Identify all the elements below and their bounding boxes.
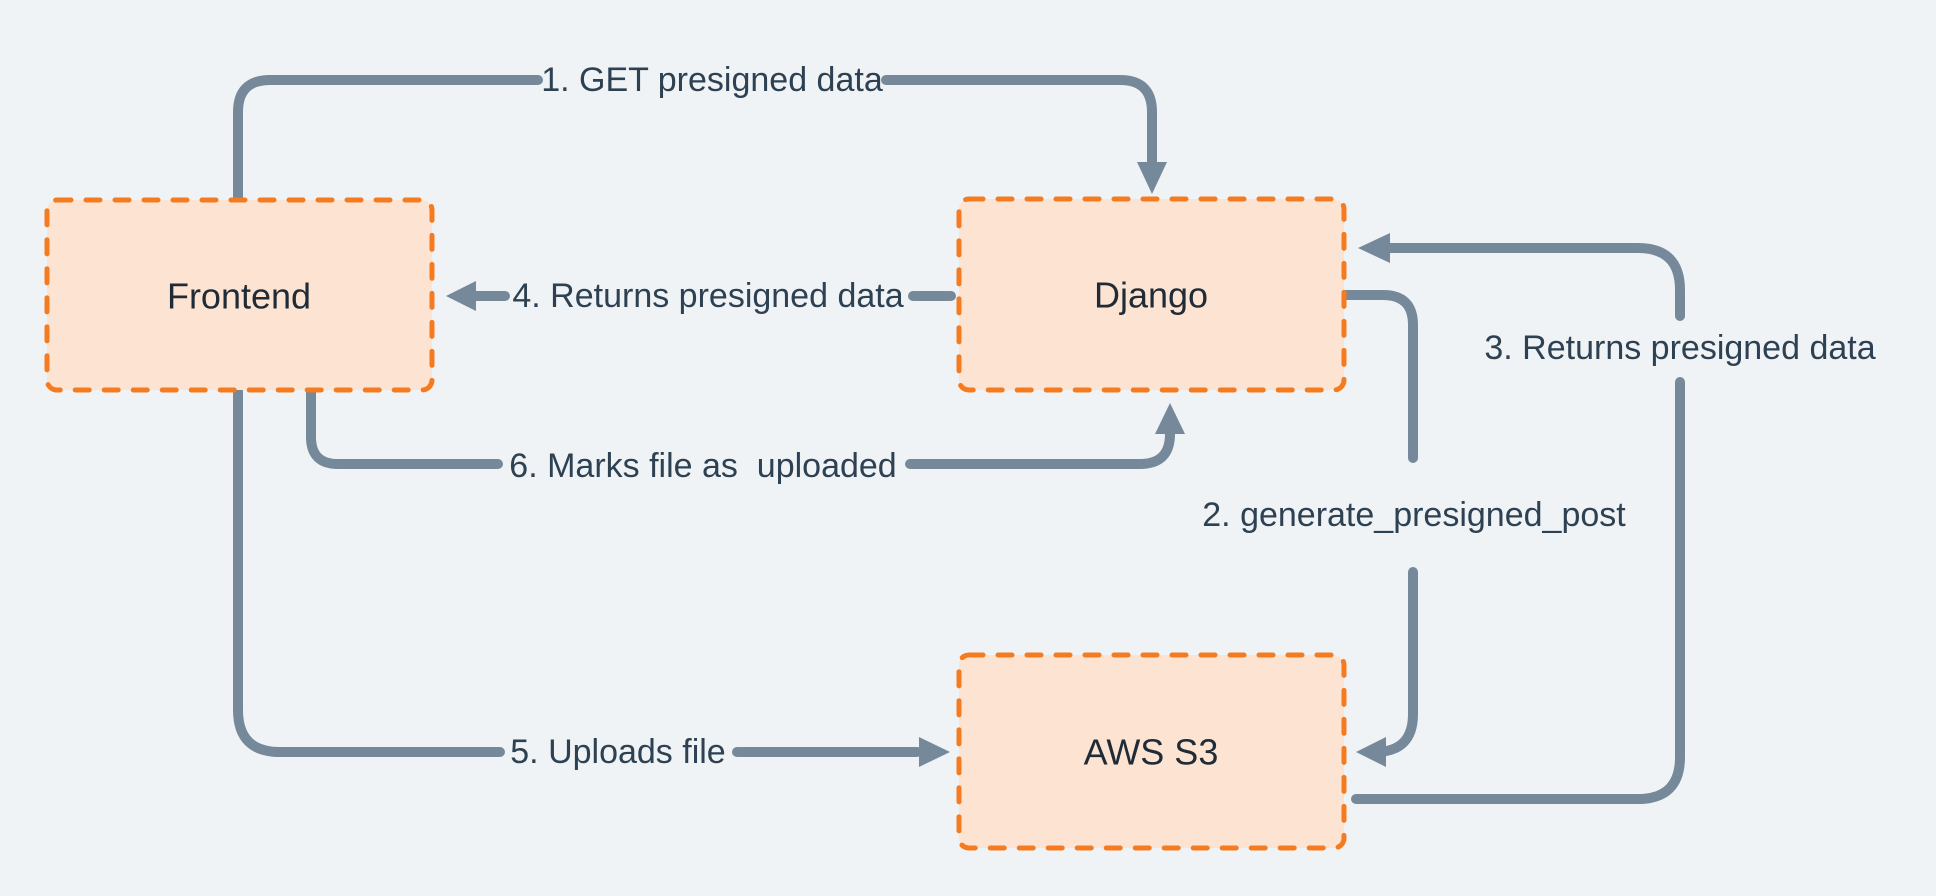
- node-frontend-label: Frontend: [167, 276, 311, 317]
- node-frontend-box: [44, 197, 435, 393]
- edge-6-path-start: [306, 385, 503, 469]
- edge-2-arrow-left-icon: [1356, 737, 1386, 767]
- node-aws-s3-box: [956, 652, 1347, 851]
- edge-label-uploads-file: 5. Uploads file: [510, 733, 725, 771]
- nodes: Frontend Django AWS S3: [44, 196, 1347, 851]
- edge-label-generate-presigned-post: 2. generate_presigned_post: [1202, 496, 1626, 534]
- edge-3-path-start: [1351, 377, 1685, 804]
- edge-label-returns-presigned-data-frontend: 4. Returns presigned data: [512, 277, 903, 315]
- node-django-label: Django: [1094, 275, 1208, 316]
- node-frontend: Frontend: [44, 197, 435, 393]
- edge-label-marks-file-as-uploaded: 6. Marks file as uploaded: [509, 447, 896, 485]
- edges: [233, 75, 1685, 804]
- edge-2-path-end: [1370, 567, 1418, 757]
- edge-labels: 1. GET presigned data 2. generate_presig…: [509, 61, 1875, 771]
- edge-label-returns-presigned-data-s3: 3. Returns presigned data: [1484, 329, 1875, 367]
- node-aws-s3-label: AWS S3: [1084, 732, 1219, 773]
- edge-1-arrow-down-icon: [1137, 162, 1167, 194]
- edge-5-path-start: [233, 385, 505, 757]
- edge-1-path-start: [233, 75, 543, 205]
- node-django: Django: [956, 196, 1347, 393]
- node-aws-s3: AWS S3: [956, 652, 1347, 851]
- edge-3-path-end: [1385, 243, 1685, 321]
- edge-2-path-start: [1341, 290, 1418, 463]
- edge-label-get-presigned-data: 1. GET presigned data: [541, 61, 883, 99]
- edge-3-arrow-left-icon: [1358, 233, 1390, 263]
- edge-6-arrow-up-icon: [1155, 403, 1185, 434]
- edge-5-arrow-right-icon: [919, 737, 950, 767]
- node-django-box: [956, 196, 1347, 393]
- edge-1-path-end: [881, 75, 1157, 169]
- edge-6-path-end: [905, 427, 1175, 469]
- edge-4-arrow-left-icon: [446, 281, 476, 311]
